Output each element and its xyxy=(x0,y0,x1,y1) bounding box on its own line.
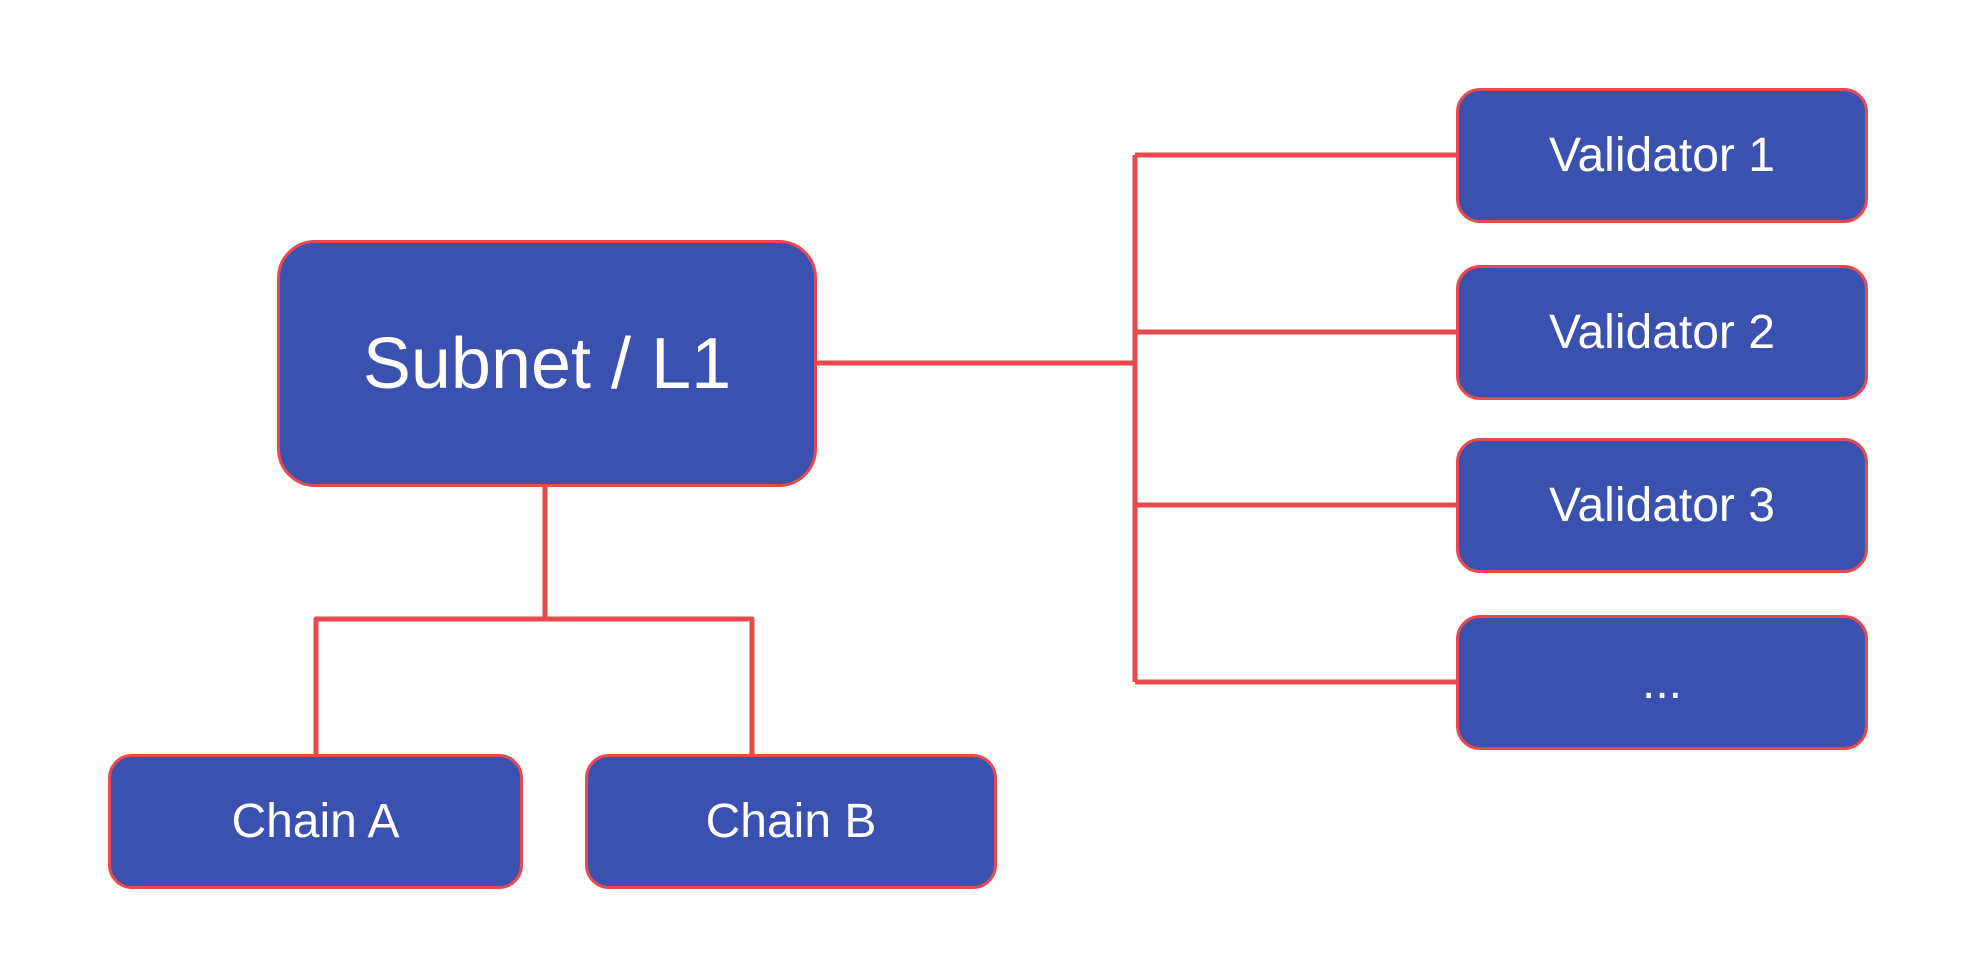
node-chain-b-label: Chain B xyxy=(705,794,877,848)
edge-chain-split xyxy=(313,616,755,754)
node-validators-more: ... xyxy=(1456,615,1868,750)
node-validator-3: Validator 3 xyxy=(1456,438,1868,573)
node-validator-2: Validator 2 xyxy=(1456,265,1868,400)
node-validator-1-label: Validator 1 xyxy=(1549,128,1775,182)
node-validator-1: Validator 1 xyxy=(1456,88,1868,223)
node-chain-a: Chain A xyxy=(108,754,523,889)
node-subnet-l1-label: Subnet / L1 xyxy=(362,323,732,404)
node-subnet-l1: Subnet / L1 xyxy=(277,240,817,487)
node-chain-a-label: Chain A xyxy=(231,794,400,848)
node-validator-2-label: Validator 2 xyxy=(1549,305,1775,359)
node-chain-b: Chain B xyxy=(585,754,997,889)
node-validators-more-label: ... xyxy=(1641,655,1682,709)
node-validator-3-label: Validator 3 xyxy=(1549,478,1775,532)
